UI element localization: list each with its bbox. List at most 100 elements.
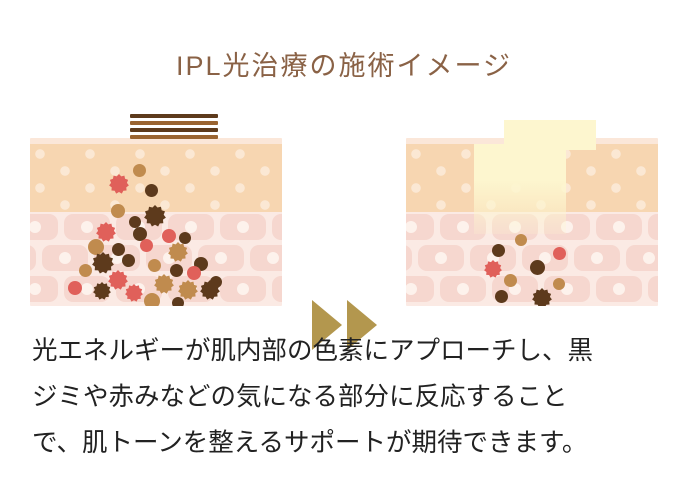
- double-chevron-right-icon-1: [312, 300, 342, 350]
- pigment-particle: [515, 234, 527, 246]
- dermis-cell-nucleus: [81, 221, 93, 233]
- pigment-particle: [491, 243, 505, 257]
- ipl-light-glow-top: [504, 120, 596, 150]
- dermis-cell: [406, 276, 434, 302]
- pigment-particle: [169, 263, 183, 277]
- pigment-particle: [121, 253, 135, 267]
- pigment-particle: [108, 270, 128, 290]
- dermis-cell-nucleus: [237, 221, 249, 233]
- dermis-cell: [626, 245, 658, 271]
- dermis-cell-nucleus: [613, 221, 625, 233]
- dermis-cell: [250, 245, 282, 271]
- dermis-cell-nucleus: [59, 252, 71, 264]
- pigment-particle: [187, 266, 201, 280]
- pigment-particle: [147, 258, 161, 272]
- pigment-particle: [139, 238, 153, 252]
- stratum-corneum-layer: [30, 138, 282, 144]
- skin-cross-section-after: [406, 138, 658, 306]
- pigment-particle: [92, 252, 114, 274]
- pigment-particle: [200, 280, 220, 300]
- dermis-cell-nucleus: [613, 283, 625, 295]
- skin-panel-before: [30, 110, 282, 306]
- pigment-particle: [129, 216, 141, 228]
- pigment-particle: [96, 222, 116, 242]
- dermis-cell: [574, 245, 620, 271]
- dermis-cell: [406, 214, 434, 240]
- pigment-particle: [552, 246, 566, 260]
- pigment-particle: [109, 174, 129, 194]
- skin-panel-after: [406, 110, 658, 306]
- dermis-cell: [220, 214, 266, 240]
- dermis-cell: [648, 214, 658, 240]
- illustration-area: [0, 110, 688, 350]
- pigment-particle: [484, 260, 502, 278]
- dermis-cell-nucleus: [561, 221, 573, 233]
- dermis-cell-nucleus: [406, 221, 417, 233]
- pigment-particle: [172, 297, 184, 306]
- dermis-cell: [220, 276, 266, 302]
- pigment-particle: [178, 280, 198, 300]
- pigment-particle: [529, 259, 545, 275]
- pigment-particle: [162, 229, 176, 243]
- epidermis-dot-pattern: [30, 144, 282, 212]
- dermis-cell: [440, 214, 486, 240]
- pigment-particle: [68, 281, 82, 295]
- dermis-cell-nucleus: [406, 283, 417, 295]
- pigment-particle: [133, 227, 147, 241]
- pigment-particle: [132, 163, 146, 177]
- dermis-cell-nucleus: [267, 252, 279, 264]
- dermis-cell-nucleus: [185, 221, 197, 233]
- dermis-cell: [30, 276, 58, 302]
- dermis-cell-nucleus: [237, 283, 249, 295]
- dermis-cell: [544, 214, 590, 240]
- dermis-cell: [418, 245, 464, 271]
- skin-cross-section-before: [30, 138, 282, 306]
- caption-line-3: で、肌トーンを整えるサポートが期待できます。: [32, 429, 588, 457]
- ipl-device-bar: [130, 135, 218, 139]
- dermis-cell-nucleus: [643, 252, 655, 264]
- dermis-cell-nucleus: [215, 252, 227, 264]
- dermis-cell: [648, 276, 658, 302]
- dermis-cell: [596, 214, 642, 240]
- pigment-particle: [503, 273, 517, 287]
- pigment-particle: [93, 282, 111, 300]
- ipl-device: [130, 114, 218, 140]
- ipl-device-bar: [130, 114, 218, 118]
- caption-text: 光エネルギーが肌内部の色素にアプローチし、黒 ジミや赤みなどの気になる部分に反応…: [32, 328, 658, 466]
- pigment-particle: [88, 239, 104, 255]
- pigment-particle: [125, 284, 143, 302]
- dermis-cell-nucleus: [457, 221, 469, 233]
- double-chevron-right-icon-2: [347, 300, 377, 350]
- pigment-particle: [179, 232, 191, 244]
- ipl-device-bar: [130, 128, 218, 132]
- pigment-particle: [494, 289, 508, 303]
- pigment-particle: [553, 278, 565, 290]
- page-title: IPL光治療の施術イメージ: [176, 51, 512, 81]
- dermis-cell: [42, 245, 88, 271]
- dermis-cell: [544, 276, 590, 302]
- dermis-cell-nucleus: [30, 221, 41, 233]
- ipl-device-bar: [130, 121, 218, 125]
- pigment-particle: [144, 183, 158, 197]
- dermis-cell-nucleus: [30, 283, 41, 295]
- pigment-particle: [144, 205, 166, 227]
- dermis-cell: [596, 276, 642, 302]
- dermis-cell: [440, 276, 486, 302]
- pigment-particle: [111, 204, 125, 218]
- dermis-cell-nucleus: [591, 252, 603, 264]
- progress-arrow: [312, 300, 378, 350]
- dermis-cell: [168, 214, 214, 240]
- pigment-particle: [532, 288, 552, 306]
- pigment-particle: [144, 293, 160, 306]
- dermis-cell: [406, 245, 412, 271]
- dermis-cell: [272, 214, 282, 240]
- caption-line-2: ジミや赤みなどの気になる部分に反応すること: [32, 383, 568, 411]
- pigment-particle: [168, 242, 188, 262]
- dermis-cell-nucleus: [435, 252, 447, 264]
- pigment-particle: [154, 274, 174, 294]
- dermis-cell-nucleus: [81, 283, 93, 295]
- dermis-cell: [30, 214, 58, 240]
- caption-line-1: 光エネルギーが肌内部の色素にアプローチし、黒: [32, 337, 594, 365]
- pigment-particle: [111, 242, 125, 256]
